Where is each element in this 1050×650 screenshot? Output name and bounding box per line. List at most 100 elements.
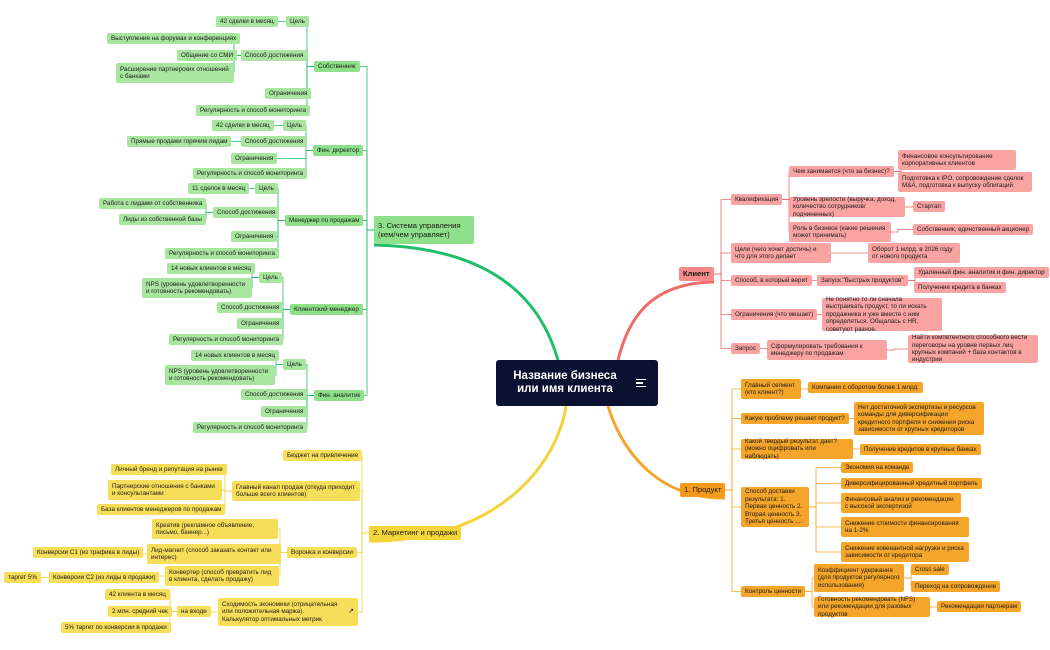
fin-director-node[interactable]: Фин. директор <box>313 145 364 156</box>
problem-question[interactable]: Какую проблему решает продукт? <box>741 413 849 424</box>
root-node[interactable]: Название бизнеса или имя клиента <box>496 360 658 406</box>
sales-manager-goal-value[interactable]: 11 сделок в месяц <box>188 183 250 194</box>
limits-answer[interactable]: Не понятно то ли сначала выстраивать про… <box>822 296 942 333</box>
fin-analyst-goal[interactable]: Цель <box>283 359 306 370</box>
role-question[interactable]: Роль в бизнесе (какие решения может прин… <box>789 222 891 242</box>
menu-lines-icon[interactable] <box>636 377 646 389</box>
fin-analyst-regularity[interactable]: Регулярность и способ мониторинга <box>193 422 308 433</box>
conv2-node[interactable]: Конверсии С2 (из лиды в продажи) <box>49 572 160 583</box>
goals-answer[interactable]: Оборот 1 млрд. в 2026 году от нового про… <box>868 243 960 263</box>
request-question[interactable]: Запрос <box>731 343 760 354</box>
input-1[interactable]: 42 клиента в месяц <box>105 589 170 600</box>
sales-manager-regularity[interactable]: Регулярность и способ мониторинга <box>165 248 280 259</box>
owner-method-3[interactable]: Расширение партнерских отношений с банка… <box>116 63 234 83</box>
owner-method-1[interactable]: Выступления на форумах и конференциях <box>107 33 241 44</box>
sales-manager-node[interactable]: Менеджер по продажам <box>285 215 364 226</box>
belief-method-detail-2[interactable]: Получение кредита в банках <box>914 282 1006 293</box>
fin-analyst-limits[interactable]: Ограничения <box>261 406 308 417</box>
owner-limits[interactable]: Ограничения <box>265 88 312 99</box>
fin-analyst-goal-2[interactable]: NPS (уровень удовлетворенности и готовно… <box>165 365 275 385</box>
input-2[interactable]: 2 млн. средний чек <box>108 606 172 617</box>
budget-node[interactable]: Бюджет на привлечение <box>283 450 363 461</box>
client-manager-method[interactable]: Способ достижения <box>217 302 284 313</box>
delivery-value-1[interactable]: Экономия на команде <box>841 462 914 473</box>
target-node[interactable]: таргет 5% <box>4 572 42 583</box>
segment-answer[interactable]: Компании с оборотом более 1 млрд. <box>808 382 923 393</box>
segment-question[interactable]: Главный сегмент (кто клиент?) <box>741 379 801 399</box>
economy-node[interactable]: Сходимость экономики (отрицательная или … <box>218 598 358 626</box>
fin-analyst-method[interactable]: Способ достижения <box>241 389 308 400</box>
delivery-question[interactable]: Способ доставки результата: 1. Первая це… <box>741 487 809 527</box>
delivery-value-5[interactable]: Снижение ковенантной нагрузки и риска за… <box>841 542 969 562</box>
sales-manager-limits[interactable]: Ограничения <box>231 231 278 242</box>
owner-goal-value[interactable]: 42 сделки в месяц <box>216 16 278 27</box>
sales-manager-method[interactable]: Способ достижения <box>213 207 280 218</box>
management-branch[interactable]: 3. Система управления (кем/чем управляет… <box>374 216 474 244</box>
fin-director-regularity[interactable]: Регулярность и способ мониторинга <box>193 168 308 179</box>
channel-2[interactable]: Партнерские отношения с банками и консул… <box>108 480 222 500</box>
fin-analyst-node[interactable]: Фин. аналитик <box>314 390 365 401</box>
fin-director-limits[interactable]: Ограничения <box>231 153 278 164</box>
sales-channel-node[interactable]: Главный канал продаж (откуда приходит бо… <box>232 481 360 501</box>
result-question[interactable]: Какой твердый результат дает? (можно оци… <box>741 438 853 460</box>
fin-director-goal[interactable]: Цель <box>283 120 306 131</box>
fin-director-method[interactable]: Способ достижения <box>241 136 308 147</box>
belief-method-question[interactable]: Способ, в который верит <box>731 275 812 286</box>
qualification-node[interactable]: Квалификация <box>731 194 783 205</box>
nps-answer[interactable]: Рекомендации партнерам <box>937 601 1022 612</box>
nps-node[interactable]: Готовность рекомендовать (NFS) или реком… <box>814 596 930 618</box>
client-manager-node[interactable]: Клиентский менеджер <box>290 304 363 315</box>
channel-1[interactable]: Личный бренд и репутация на рынке <box>111 464 227 475</box>
funnel-node[interactable]: Воронка и конверсии <box>287 547 357 558</box>
value-control-node[interactable]: Контроль ценности <box>741 586 806 597</box>
result-answer[interactable]: Получение кредитов в крупных банках <box>860 444 981 455</box>
client-manager-goal[interactable]: Цель <box>259 272 282 283</box>
role-answer[interactable]: Собственник, единственный акционер <box>913 224 1034 235</box>
marketing-branch[interactable]: 2. Маркетинг и продажи <box>369 526 462 540</box>
delivery-value-2[interactable]: Диверсифицированный кредитный портфель <box>841 478 982 489</box>
conv1-node[interactable]: Конверсии С1 (из трафика в лиды) <box>33 547 144 558</box>
retention-support[interactable]: Переход на сопровождение <box>911 581 1001 592</box>
delivery-value-4[interactable]: Снижение стоимости финансирования на 1-2… <box>841 517 969 537</box>
creative-node[interactable]: Креатив (рекламное объявление, письмо, б… <box>152 519 278 539</box>
owner-goal[interactable]: Цель <box>286 16 309 27</box>
owner-node[interactable]: Собственник <box>314 61 360 72</box>
channel-3[interactable]: База клиентов менеджеров по продажам <box>97 504 226 515</box>
product-branch[interactable]: 1. Продукт <box>680 483 726 497</box>
tree-connector <box>306 395 314 412</box>
business-answer-1[interactable]: Финансовое консультирование корпоративны… <box>898 150 1016 170</box>
input-node[interactable]: на входе <box>177 606 211 617</box>
request-answer[interactable]: Сформулировать требования к менеджеру по… <box>767 340 887 360</box>
client-manager-goal-1[interactable]: 14 новых клиентов в месяц <box>167 263 255 274</box>
limits-question[interactable]: Ограничения (что мешает) <box>731 309 818 320</box>
maturity-question[interactable]: Уровень зрелости (выручка, доход, количе… <box>789 196 905 218</box>
retention-cross-sale[interactable]: Cross sale <box>911 564 949 575</box>
problem-answer[interactable]: Нет достаточной экспертизы и ресурсов ко… <box>854 402 984 435</box>
goals-question[interactable]: Цели (чего хочет достичь) и что для этог… <box>731 243 831 263</box>
request-detail[interactable]: Найти компетентного способного вести пер… <box>908 334 1038 363</box>
sales-manager-method-1[interactable]: Работа с лидами от собственника <box>99 198 207 209</box>
input-3[interactable]: 5% таргет по конверсии в продажи <box>61 622 171 633</box>
client-manager-goal-2[interactable]: NPS (уровень удовлетворенности и готовно… <box>142 278 252 298</box>
external-link-icon[interactable]: ↗ <box>348 608 354 616</box>
fin-analyst-goal-1[interactable]: 14 новых клиентов в месяц <box>191 350 279 361</box>
fin-director-goal-value[interactable]: 42 сделки в месяц <box>212 120 274 131</box>
leadmagnet-node[interactable]: Лид-магнит (способ заказать контакт или … <box>147 544 281 564</box>
client-branch[interactable]: Клиент <box>679 267 714 281</box>
business-question[interactable]: Чем занимается (что за бизнес)? <box>789 166 894 177</box>
client-manager-regularity[interactable]: Регулярность и способ мониторинга <box>169 334 284 345</box>
owner-method-2[interactable]: Общение со СМИ <box>177 50 238 61</box>
belief-method-answer[interactable]: Запуск "быстрых продуктов" <box>817 275 908 286</box>
sales-manager-goal[interactable]: Цель <box>255 183 278 194</box>
delivery-value-3[interactable]: Финансовый анализ и рекомендации с высок… <box>841 493 961 513</box>
fin-director-method-value[interactable]: Прямые продажи горячим лидам <box>127 136 232 147</box>
sales-manager-method-2[interactable]: Лиды из собственной базы <box>119 214 206 225</box>
owner-method[interactable]: Способ достижения <box>241 50 308 61</box>
retention-node[interactable]: Коэффициент удержания (для продуктов рег… <box>814 564 904 592</box>
business-answer-2[interactable]: Подготовка к IPO, сопровождение сделок M… <box>898 172 1032 192</box>
converter-node[interactable]: Конвертер (способ превратить лид в клиен… <box>165 566 279 586</box>
maturity-answer[interactable]: Стартап <box>913 201 945 212</box>
belief-method-detail-1[interactable]: Удаленный фин. аналитик и фин. директор <box>914 267 1049 278</box>
owner-regularity[interactable]: Регулярность и способ мониторинга <box>196 105 311 116</box>
client-manager-limits[interactable]: Ограничения <box>237 318 284 329</box>
